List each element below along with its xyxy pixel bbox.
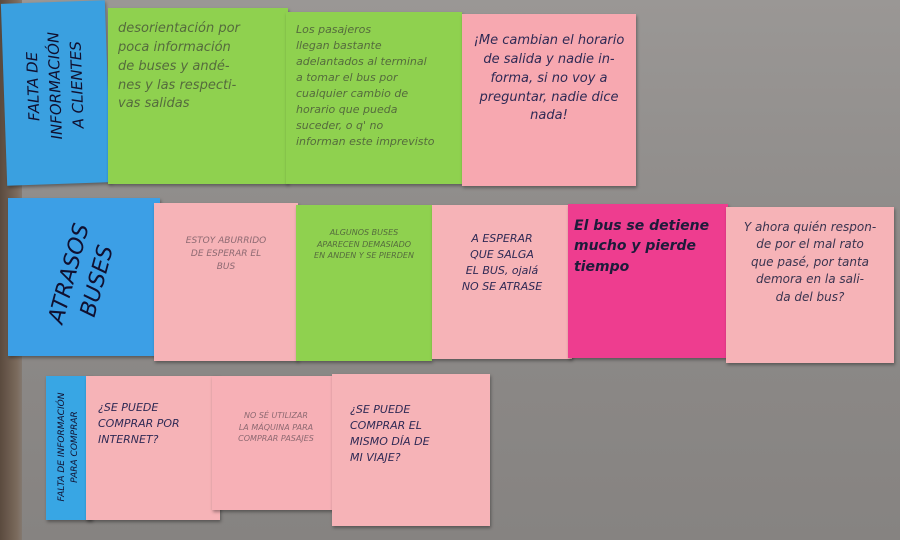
category-label: FALTA DE INFORMACIÓN PARA COMPRAR bbox=[56, 392, 80, 502]
note-text: ¿SE PUEDE COMPRAR POR INTERNET? bbox=[98, 401, 180, 446]
category-label: FALTA DE INFORMACIÓN A CLIENTES bbox=[22, 31, 88, 140]
note-text: El bus se detiene mucho y pierde tiempo bbox=[574, 218, 710, 275]
note-text: ALGUNOS BUSES APARECEN DEMASIADO EN ANDE… bbox=[314, 228, 414, 261]
note-text: ¡Me cambian el horario de salida y nadie… bbox=[473, 33, 625, 124]
note-text: ¿SE PUEDE COMPRAR EL MISMO DÍA DE MI VIA… bbox=[350, 403, 430, 464]
sticky-note: ALGUNOS BUSES APARECEN DEMASIADO EN ANDE… bbox=[296, 205, 432, 361]
sticky-note: ESTOY ABURRIDO DE ESPERAR EL BUS bbox=[154, 203, 298, 361]
note-text: NO SÉ UTILIZAR LA MÁQUINA PARA COMPRAR P… bbox=[238, 411, 314, 444]
sticky-note: El bus se detiene mucho y pierde tiempo bbox=[568, 204, 728, 358]
sticky-note: Y ahora quién respon- de por el mal rato… bbox=[726, 207, 894, 363]
category-note-falta-informacion-comprar: FALTA DE INFORMACIÓN PARA COMPRAR bbox=[46, 376, 92, 520]
sticky-note: desorientación por poca información de b… bbox=[108, 8, 288, 184]
sticky-note: A ESPERAR QUE SALGA EL BUS, ojalá NO SE … bbox=[432, 205, 572, 359]
category-label: ATRASOS BUSES bbox=[44, 220, 119, 327]
sticky-note: ¿SE PUEDE COMPRAR EL MISMO DÍA DE MI VIA… bbox=[332, 374, 490, 526]
category-note-falta-informacion-clientes: FALTA DE INFORMACIÓN A CLIENTES bbox=[0, 0, 112, 186]
sticky-note: Los pasajeros llegan bastante adelantado… bbox=[286, 12, 462, 184]
note-text: desorientación por poca información de b… bbox=[118, 21, 240, 112]
note-text: Los pasajeros llegan bastante adelantado… bbox=[296, 23, 435, 148]
note-text: Y ahora quién respon- de por el mal rato… bbox=[743, 220, 877, 304]
sticky-note: ¿SE PUEDE COMPRAR POR INTERNET? bbox=[86, 376, 220, 520]
note-text: ESTOY ABURRIDO DE ESPERAR EL BUS bbox=[185, 236, 267, 273]
sticky-note: NO SÉ UTILIZAR LA MÁQUINA PARA COMPRAR P… bbox=[212, 376, 340, 510]
sticky-note: ¡Me cambian el horario de salida y nadie… bbox=[462, 14, 636, 186]
category-note-atrasos-buses: ATRASOS BUSES bbox=[8, 198, 160, 356]
note-text: A ESPERAR QUE SALGA EL BUS, ojalá NO SE … bbox=[461, 232, 543, 293]
